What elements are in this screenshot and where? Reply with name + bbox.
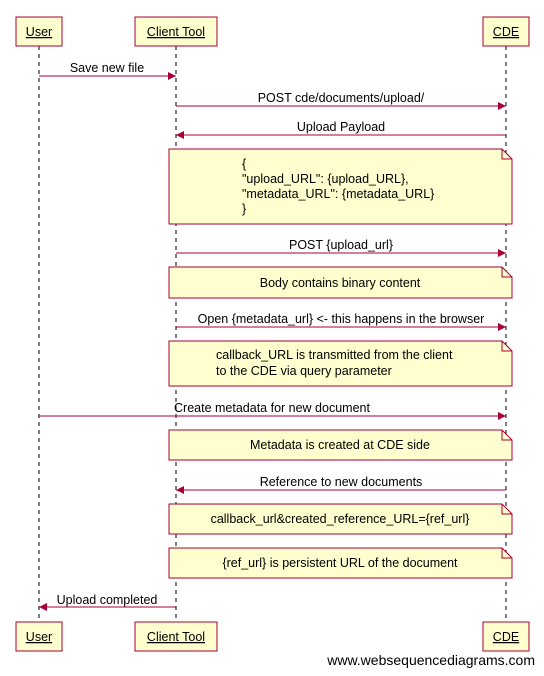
actor-cde-bottom: CDE (482, 621, 530, 652)
actor-user-top: User (15, 16, 63, 47)
note-line: Body contains binary content (260, 276, 421, 290)
message-create-metadata: Create metadata for new document (39, 401, 506, 420)
message-upload-payload: Upload Payload (176, 120, 506, 139)
message-label: Create metadata for new document (174, 401, 370, 415)
message-reference-new-documents: Reference to new documents (176, 475, 506, 494)
actor-client-tool-label: Client Tool (147, 630, 205, 644)
message-label: Open {metadata_url} <- this happens in t… (198, 312, 485, 326)
actor-client-tool-top: Client Tool (134, 16, 218, 47)
note-line: Metadata is created at CDE side (250, 438, 430, 452)
actor-client-tool-label: Client Tool (147, 25, 205, 39)
actor-cde-label: CDE (493, 630, 519, 644)
note-binary-content: Body contains binary content (168, 266, 513, 299)
note-persistent-url: {ref_url} is persistent URL of the docum… (168, 547, 513, 579)
watermark-text: www.websequencediagrams.com (327, 652, 535, 668)
note-callback-url: callback_URL is transmitted from the cli… (168, 340, 513, 387)
message-post-upload-url: POST {upload_url} (176, 238, 506, 257)
message-label: Reference to new documents (260, 475, 423, 489)
actor-user-bottom: User (15, 621, 63, 652)
note-line: "metadata_URL": {metadata_URL} (242, 187, 434, 201)
note-line: "upload_URL": {upload_URL}, (242, 172, 409, 186)
actor-cde-label: CDE (493, 25, 519, 39)
note-line: {ref_url} is persistent URL of the docum… (222, 556, 458, 570)
actor-user-label: User (26, 630, 52, 644)
message-label: POST cde/documents/upload/ (258, 91, 425, 105)
note-line: callback_url&created_reference_URL={ref_… (211, 512, 470, 526)
actor-client-tool-bottom: Client Tool (134, 621, 218, 652)
note-line: { (242, 157, 246, 171)
message-save-new-file: Save new file (39, 61, 176, 80)
message-label: Upload completed (57, 593, 158, 607)
message-post-upload: POST cde/documents/upload/ (176, 91, 506, 110)
note-created-reference-url: callback_url&created_reference_URL={ref_… (168, 503, 513, 535)
message-label: POST {upload_url} (289, 238, 393, 252)
note-line: to the CDE via query parameter (216, 364, 392, 378)
note-line: callback_URL is transmitted from the cli… (216, 348, 453, 362)
message-label: Upload Payload (297, 120, 385, 134)
actor-user-label: User (26, 25, 52, 39)
note-metadata-created: Metadata is created at CDE side (168, 429, 513, 461)
message-label: Save new file (70, 61, 144, 75)
actor-cde-top: CDE (482, 16, 530, 47)
note-line: } (242, 202, 246, 216)
message-open-metadata-url: Open {metadata_url} <- this happens in t… (176, 312, 506, 331)
note-upload-payload-json: { "upload_URL": {upload_URL}, "metadata_… (168, 148, 513, 225)
message-upload-completed: Upload completed (39, 593, 176, 611)
